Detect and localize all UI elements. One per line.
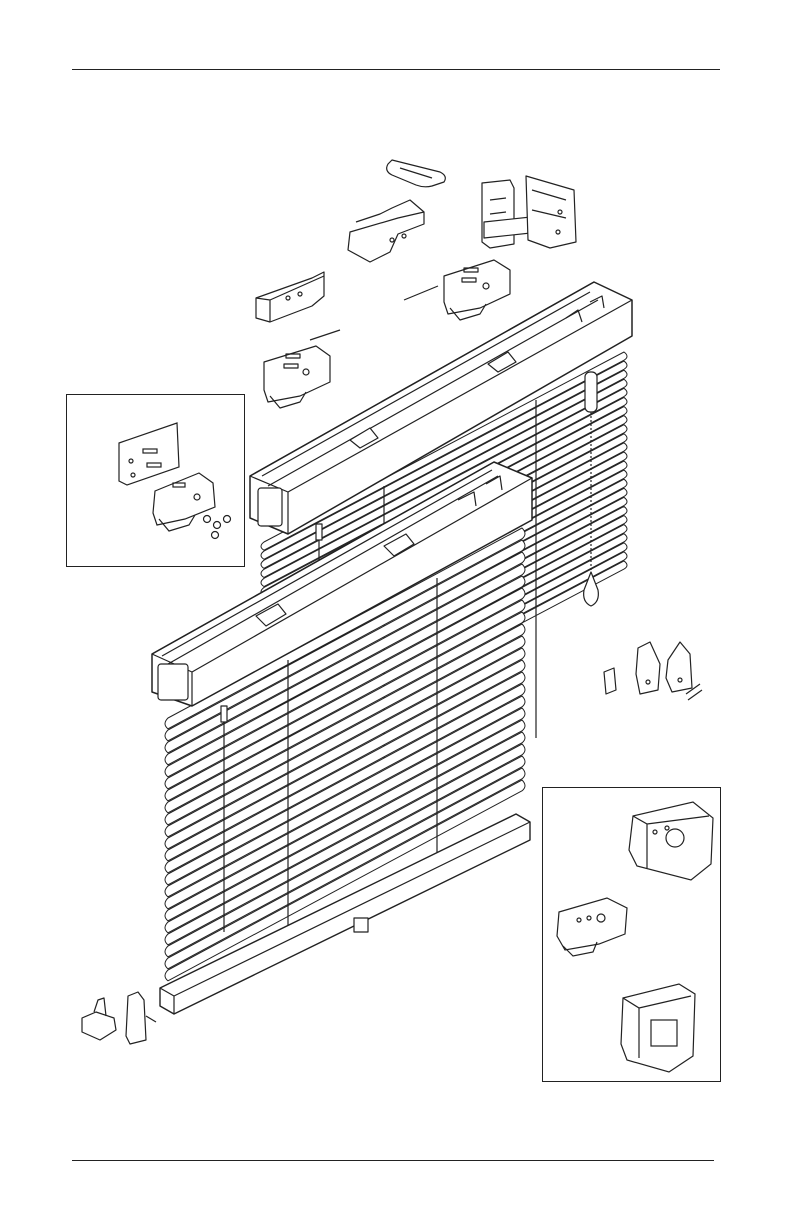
mounting-bracket-pair	[482, 176, 576, 248]
box-bracket	[629, 802, 713, 880]
extension-bracket	[256, 272, 324, 322]
rear-bottom-rail	[604, 668, 616, 694]
screws	[204, 516, 231, 539]
valance-clip	[348, 200, 424, 262]
bracket-variants-inset	[542, 787, 721, 1082]
installation-bracket-left	[264, 330, 340, 408]
hidden-bracket	[557, 898, 627, 956]
wall-bracket-plate	[119, 423, 179, 485]
footer-rule	[72, 1160, 714, 1161]
installation-bracket-inset	[66, 394, 245, 567]
end-cap-bracket	[621, 984, 695, 1072]
hold-down-brackets-right	[636, 642, 702, 700]
installation-bracket-right	[404, 260, 510, 320]
spacer-shim	[387, 160, 446, 187]
hold-down-brackets-left	[82, 992, 156, 1044]
